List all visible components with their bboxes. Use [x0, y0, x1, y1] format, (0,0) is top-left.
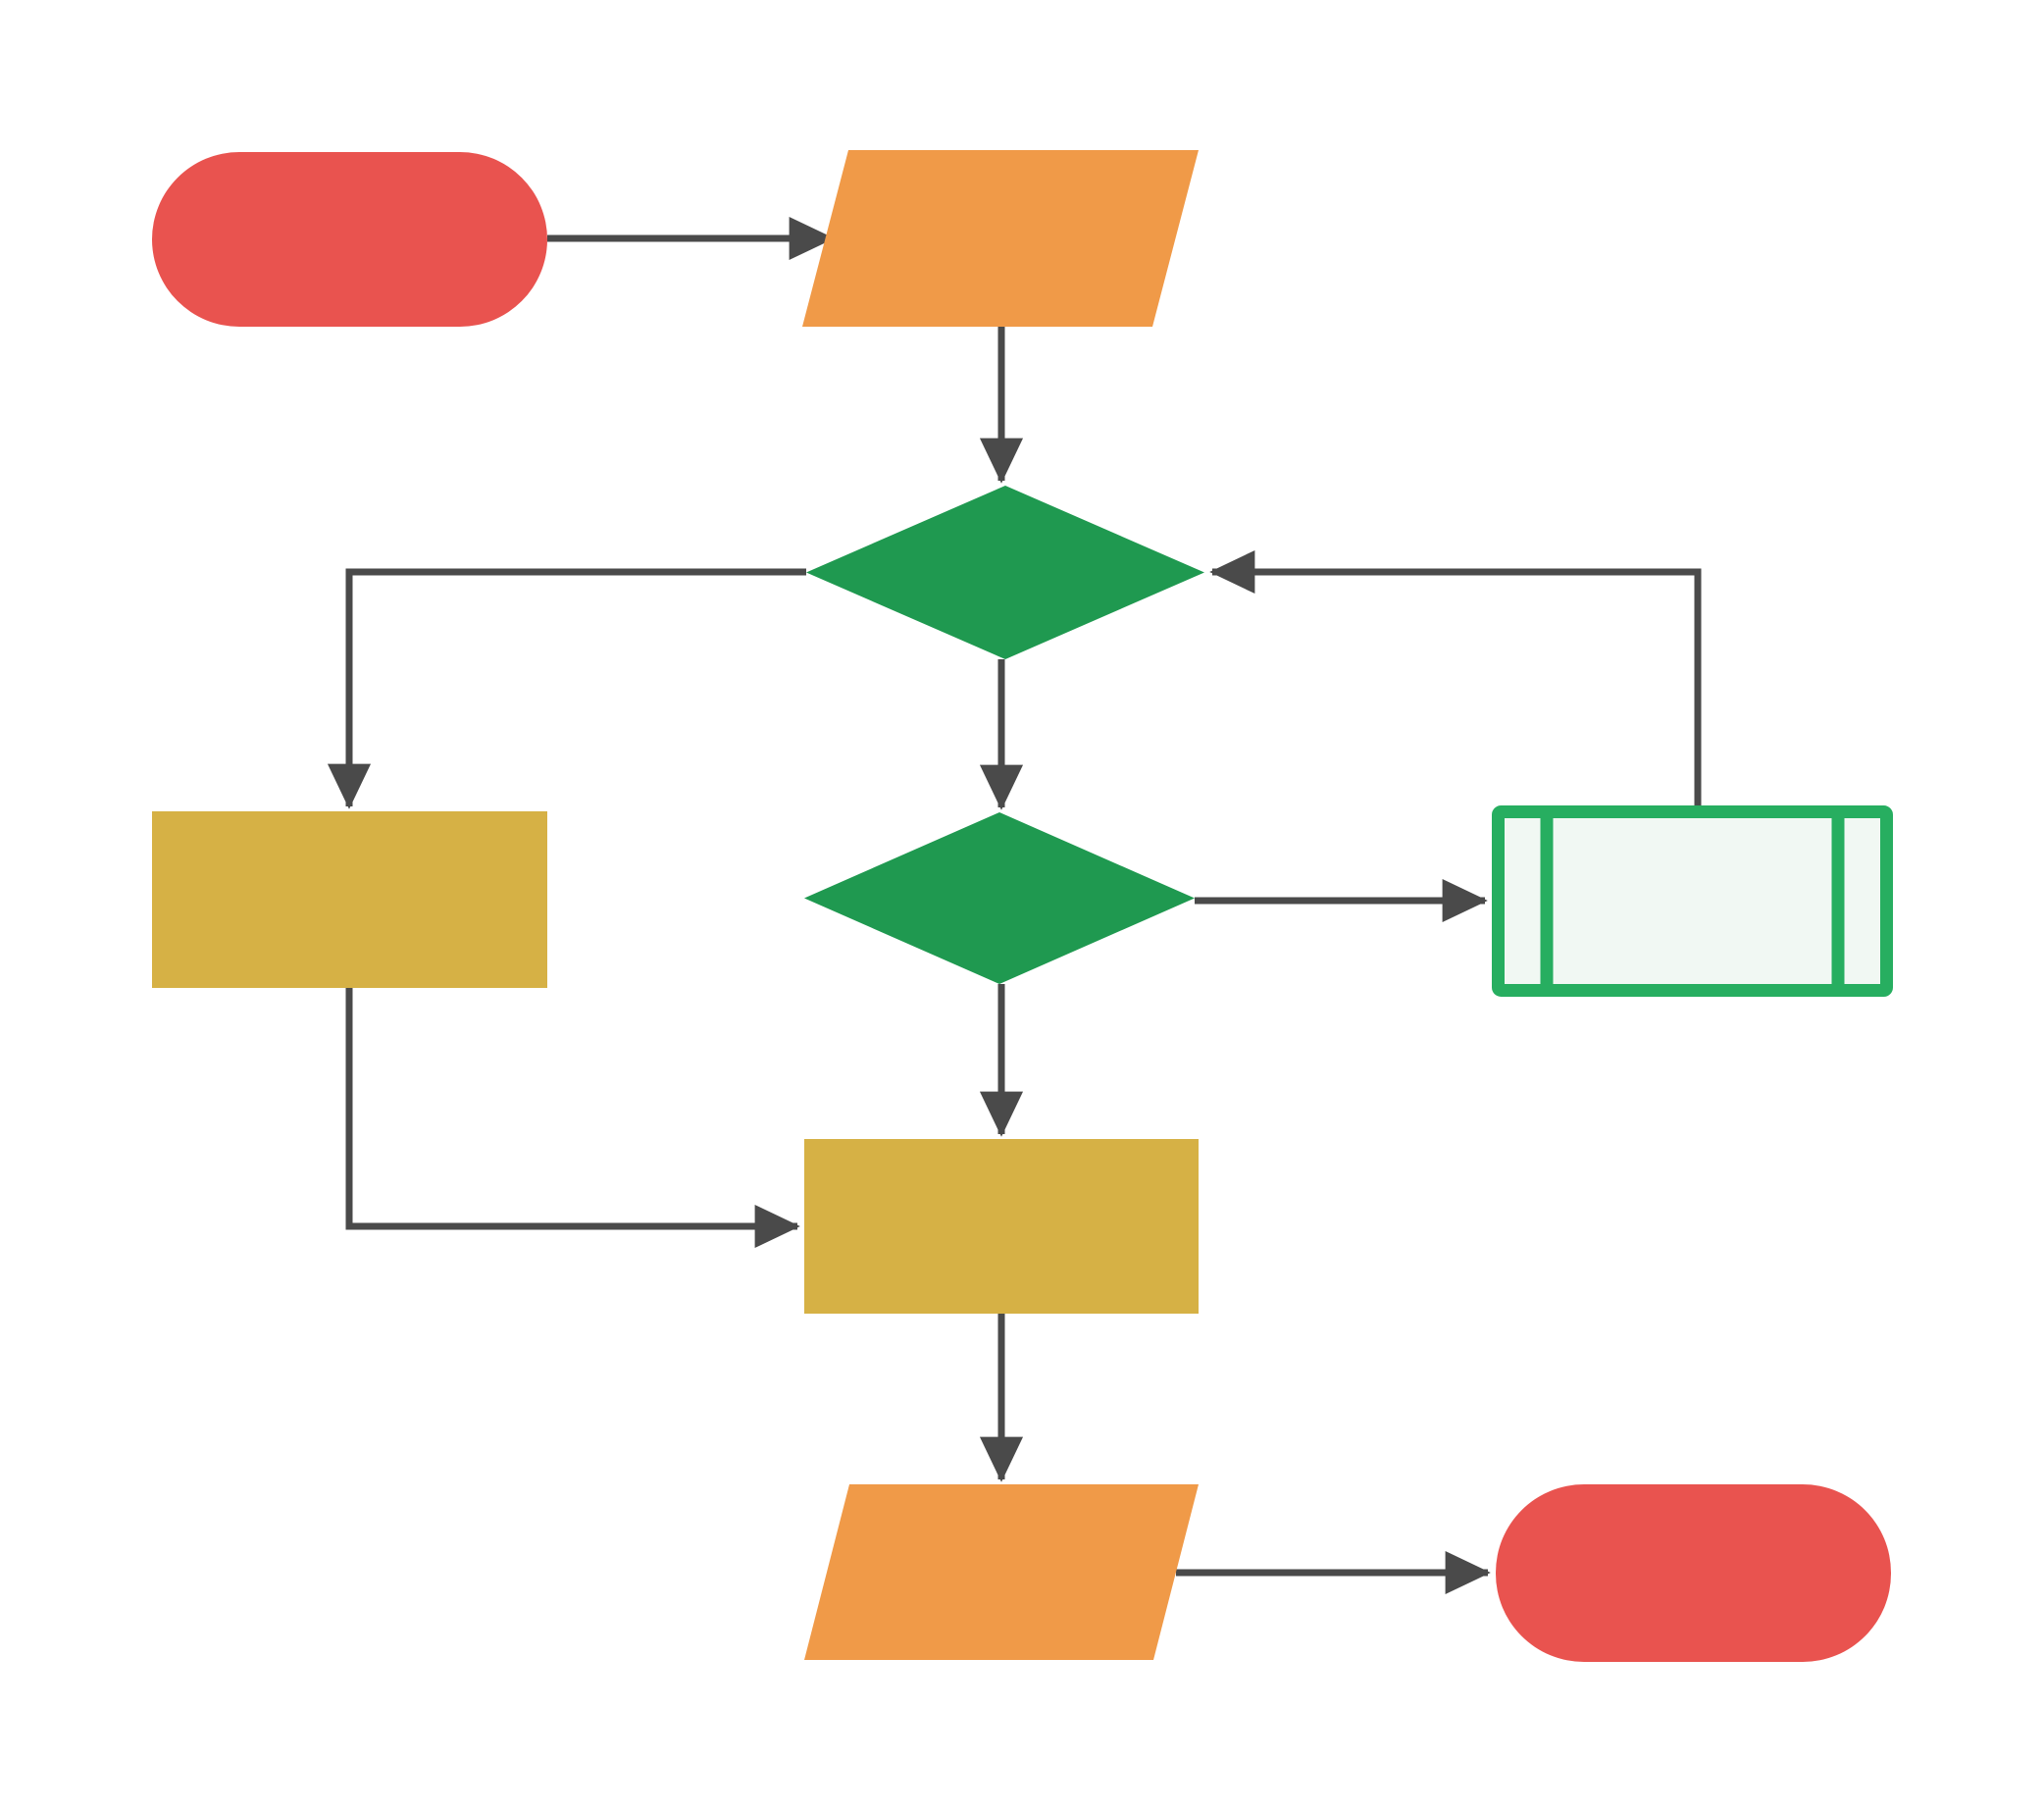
subroutine-body	[1492, 805, 1893, 997]
edge-subroutine-loopback-to-decision1	[1209, 549, 1702, 805]
nodes-layer	[152, 150, 1893, 1662]
end-terminator[interactable]	[1496, 1484, 1891, 1662]
edge-left-process-to-center-process	[345, 988, 800, 1249]
first-decision[interactable]	[806, 486, 1204, 659]
second-decision[interactable]	[804, 812, 1195, 984]
center-process[interactable]	[804, 1139, 1199, 1314]
edge-decision1-left-branch	[327, 568, 806, 809]
subroutine-process[interactable]	[1492, 805, 1893, 997]
output-io[interactable]	[804, 1484, 1199, 1660]
start-terminator[interactable]	[152, 152, 547, 327]
left-process[interactable]	[152, 811, 547, 988]
edges-layer	[327, 216, 1702, 1595]
input-io[interactable]	[802, 150, 1199, 327]
